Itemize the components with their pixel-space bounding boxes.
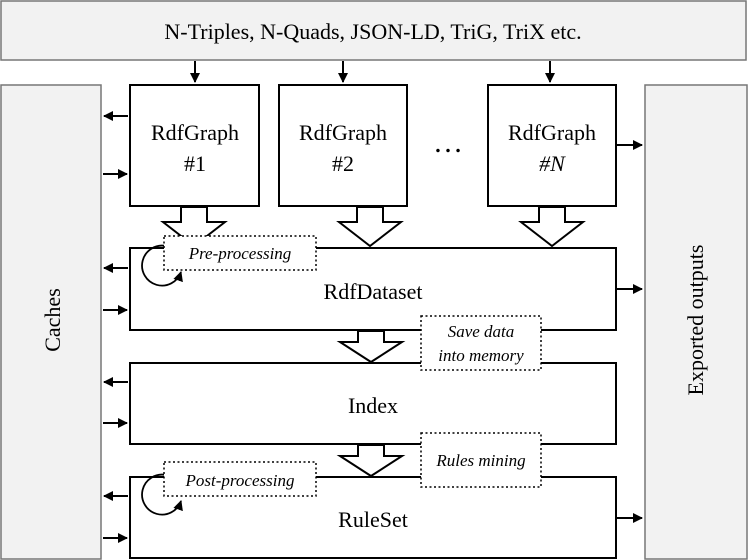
ruleset-label: RuleSet (338, 507, 408, 532)
index-to-ruleset-arrow (336, 444, 406, 478)
rdfgraph-1-box: RdfGraph #1 (129, 84, 260, 207)
save-data-annotation: Save data into memory (420, 315, 542, 371)
input-arrows (190, 61, 555, 83)
ruleset-box: RuleSet (129, 476, 617, 559)
index-label: Index (348, 393, 398, 418)
cache-arrows (103, 111, 128, 543)
rdfgraph-n-name: RdfGraph (508, 120, 596, 145)
exported-outputs-panel: Exported outputs (644, 84, 748, 560)
post-processing-label: Post-processing (185, 471, 295, 490)
rdfgraph-2-box: RdfGraph #2 (278, 84, 408, 207)
pre-processing-label: Pre-processing (188, 244, 292, 263)
dataset-to-index-arrow (336, 330, 406, 364)
post-processing-loop-icon (141, 473, 183, 516)
index-box: Index (129, 362, 617, 445)
export-arrows (617, 140, 643, 523)
rdfgraph-n-box: RdfGraph #N (487, 84, 617, 207)
pre-processing-loop-icon (141, 244, 183, 287)
rdfgraph-2-name: RdfGraph (299, 120, 387, 145)
rules-mining-label: Rules mining (435, 451, 525, 470)
rdfgraph-2-index: #2 (332, 151, 354, 176)
input-formats-label: N-Triples, N-Quads, JSON-LD, TriG, TriX … (164, 19, 581, 44)
save-data-label-line2: into memory (438, 346, 524, 365)
graphs-ellipsis: … (433, 126, 463, 159)
graph-to-dataset-arrows (160, 206, 586, 248)
caches-label: Caches (40, 288, 65, 352)
rules-mining-annotation: Rules mining (420, 432, 542, 488)
exported-outputs-label: Exported outputs (683, 245, 708, 396)
rdfdataset-label: RdfDataset (324, 279, 423, 304)
save-data-label-line1: Save data (448, 322, 515, 341)
rdfgraph-1-name: RdfGraph (151, 120, 239, 145)
rdfgraph-n-index: #N (539, 151, 566, 176)
rdfgraph-1-index: #1 (184, 151, 206, 176)
post-processing-annotation: Post-processing (163, 461, 317, 497)
caches-panel: Caches (0, 84, 102, 560)
pre-processing-annotation: Pre-processing (163, 235, 317, 271)
input-formats-box: N-Triples, N-Quads, JSON-LD, TriG, TriX … (0, 0, 747, 61)
